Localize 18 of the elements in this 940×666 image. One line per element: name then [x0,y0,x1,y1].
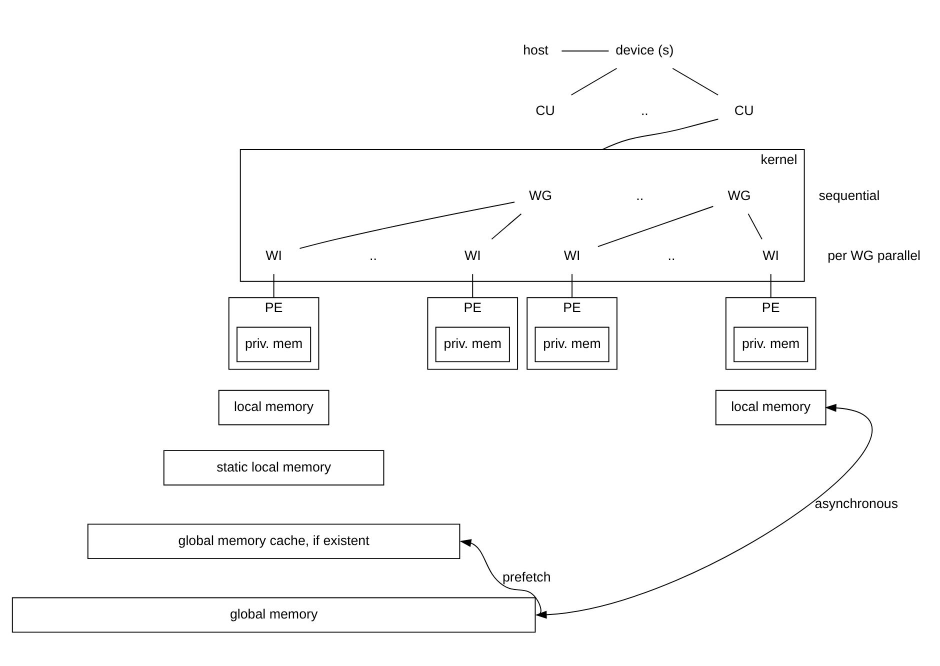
label: .. [636,188,644,203]
edge-label: asynchronous [814,496,898,512]
node-text: CU [536,102,555,118]
node-text: host [523,42,548,58]
node-text: WI [762,248,780,264]
label: .. [668,248,676,264]
node-text: WI [266,248,282,264]
node-text: CU [734,102,754,118]
node-text: device (s) [616,42,674,58]
label: sequential [818,188,880,203]
node-text: WI [464,248,481,264]
label: per WG parallel [828,248,921,264]
node-text: WG [528,188,552,203]
node-text: WI [564,248,580,264]
edge-label: prefetch [502,570,551,585]
node-text: WG [728,188,751,203]
label: .. [640,102,648,118]
label: .. [370,248,377,264]
